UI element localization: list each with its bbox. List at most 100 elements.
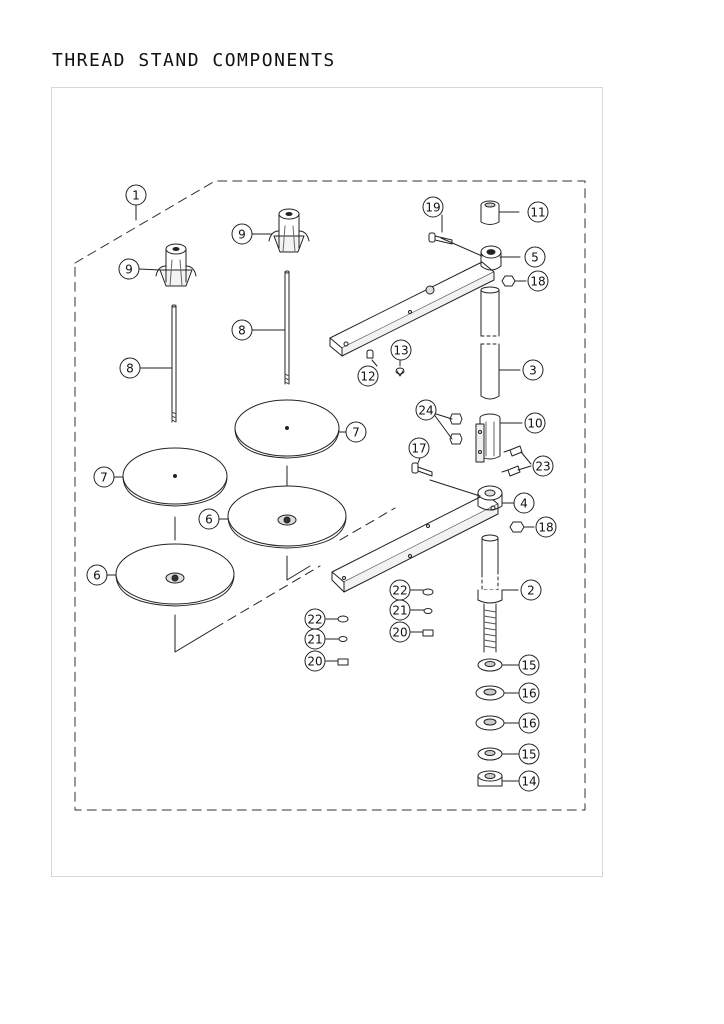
callout-7-middle: 7 (345, 421, 367, 443)
collar-11 (480, 200, 500, 225)
clamp-10 (475, 413, 501, 463)
middle-spool-rod (284, 270, 290, 385)
callout-6-middle: 6 (198, 508, 220, 530)
callout-17: 17 (408, 437, 430, 459)
callout-13: 13 (390, 339, 412, 361)
callout-23: 23 (532, 455, 554, 477)
callout-10: 10 (524, 412, 546, 434)
base-dash-line (214, 507, 396, 629)
callout-20-right: 20 (389, 621, 411, 643)
callout-19: 19 (422, 196, 444, 218)
middle-base-line (286, 555, 311, 581)
pipe-3 (480, 286, 500, 400)
svg-text:23: 23 (535, 460, 550, 474)
callout-2: 2 (520, 579, 542, 601)
callout-18-upper: 18 (527, 270, 549, 292)
callout-14: 14 (518, 770, 540, 792)
callout-8-left: 8 (119, 357, 141, 379)
washer-15-upper (477, 658, 503, 672)
callout-16-lower: 16 (518, 712, 540, 734)
left-spool-cone (155, 243, 197, 287)
callout-8-middle: 8 (231, 319, 253, 341)
svg-text:16: 16 (521, 687, 536, 701)
screws-23 (501, 445, 523, 477)
callout-5: 5 (524, 246, 546, 268)
svg-text:12: 12 (360, 370, 375, 384)
svg-text:5: 5 (531, 251, 539, 265)
svg-text:14: 14 (521, 775, 536, 789)
svg-text:8: 8 (238, 324, 246, 338)
callout-15-lower: 15 (518, 743, 540, 765)
callout-24: 24 (415, 399, 437, 421)
svg-text:2: 2 (527, 584, 535, 598)
svg-text:15: 15 (521, 659, 536, 673)
middle-spool-assembly (214, 208, 396, 629)
upper-arm (329, 237, 502, 357)
callout-21-left: 21 (304, 628, 326, 650)
middle-spool-disc-upper (234, 399, 340, 459)
svg-text:22: 22 (392, 584, 407, 598)
callout-22-left: 22 (304, 608, 326, 630)
svg-text:15: 15 (521, 748, 536, 762)
svg-text:24: 24 (418, 404, 433, 418)
pin-12 (366, 349, 374, 359)
middle-spool-disc-lower (227, 485, 347, 549)
svg-text:19: 19 (425, 201, 440, 215)
left-base-line (174, 614, 216, 653)
callout-6-left: 6 (86, 564, 108, 586)
svg-text:17: 17 (411, 442, 426, 456)
nut-18-lower (509, 521, 525, 533)
washer-16-upper (475, 685, 505, 701)
callout-9-middle: 9 (231, 223, 253, 245)
svg-text:9: 9 (125, 263, 133, 277)
fastener-stack-left (337, 615, 349, 666)
left-spool-rod (171, 304, 177, 423)
svg-text:18: 18 (530, 275, 545, 289)
callout-20-left: 20 (304, 650, 326, 672)
screw-13 (395, 367, 405, 377)
svg-text:9: 9 (238, 228, 246, 242)
callout-11: 11 (527, 201, 549, 223)
svg-text:6: 6 (205, 513, 213, 527)
svg-text:18: 18 (538, 521, 553, 535)
screws-24 (449, 413, 463, 445)
washer-15-lower (477, 747, 503, 761)
left-spool-disc-upper (122, 447, 228, 507)
callout-3: 3 (522, 359, 544, 381)
lower-arm (331, 479, 503, 593)
svg-text:6: 6 (93, 569, 101, 583)
page-title: THREAD STAND COMPONENTS (52, 50, 336, 71)
svg-text:13: 13 (393, 344, 408, 358)
callout-22-right: 22 (389, 579, 411, 601)
svg-text:1: 1 (132, 189, 140, 203)
leader-lines (106, 204, 535, 782)
callout-21-right: 21 (389, 599, 411, 621)
screw-19 (428, 232, 453, 245)
svg-text:7: 7 (100, 471, 108, 485)
assembly-boundary (74, 180, 586, 811)
svg-text:7: 7 (352, 426, 360, 440)
svg-text:10: 10 (527, 417, 542, 431)
svg-text:11: 11 (530, 206, 545, 220)
svg-text:3: 3 (529, 364, 537, 378)
svg-text:16: 16 (521, 717, 536, 731)
callout-12: 12 (357, 365, 379, 387)
nut-14 (477, 770, 503, 787)
svg-text:8: 8 (126, 362, 134, 376)
nut-18-upper (501, 275, 516, 287)
left-spool-assembly (115, 243, 235, 653)
callout-4: 4 (513, 492, 535, 514)
svg-text:21: 21 (392, 604, 407, 618)
callout-15-upper: 15 (518, 654, 540, 676)
svg-text:22: 22 (307, 613, 322, 627)
washer-16-lower (475, 715, 505, 731)
callout-9-left: 9 (118, 258, 140, 280)
fastener-stack-right (422, 588, 434, 637)
svg-text:20: 20 (392, 626, 407, 640)
svg-text:20: 20 (307, 655, 322, 669)
diagram-frame (51, 87, 603, 877)
left-spool-disc-lower (115, 543, 235, 607)
svg-text:21: 21 (307, 633, 322, 647)
base-shaft-2 (477, 534, 503, 653)
